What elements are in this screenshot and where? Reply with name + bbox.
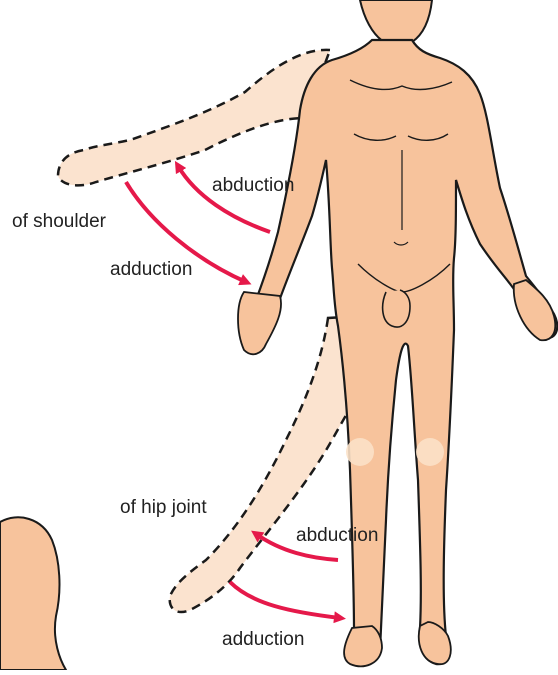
knee-highlight-left [346,438,374,466]
partial-figure-knee [0,517,66,670]
genitals [383,290,410,327]
shoulder-adduction-label: adduction [110,260,192,279]
of-hip-joint-label: of hip joint [120,498,207,517]
of-shoulder-label: of shoulder [12,212,106,231]
body [241,40,557,665]
right-hand [514,280,555,340]
raised-arm-ghost [58,50,330,186]
left-foot [344,626,382,666]
shoulder-abduction-label: abduction [212,176,294,195]
left-hand [238,292,281,354]
hip-adduction-arrow [230,582,340,618]
knee-highlight-right [416,438,444,466]
hip-abduction-label: abduction [296,526,378,545]
hip-adduction-label: adduction [222,630,304,649]
